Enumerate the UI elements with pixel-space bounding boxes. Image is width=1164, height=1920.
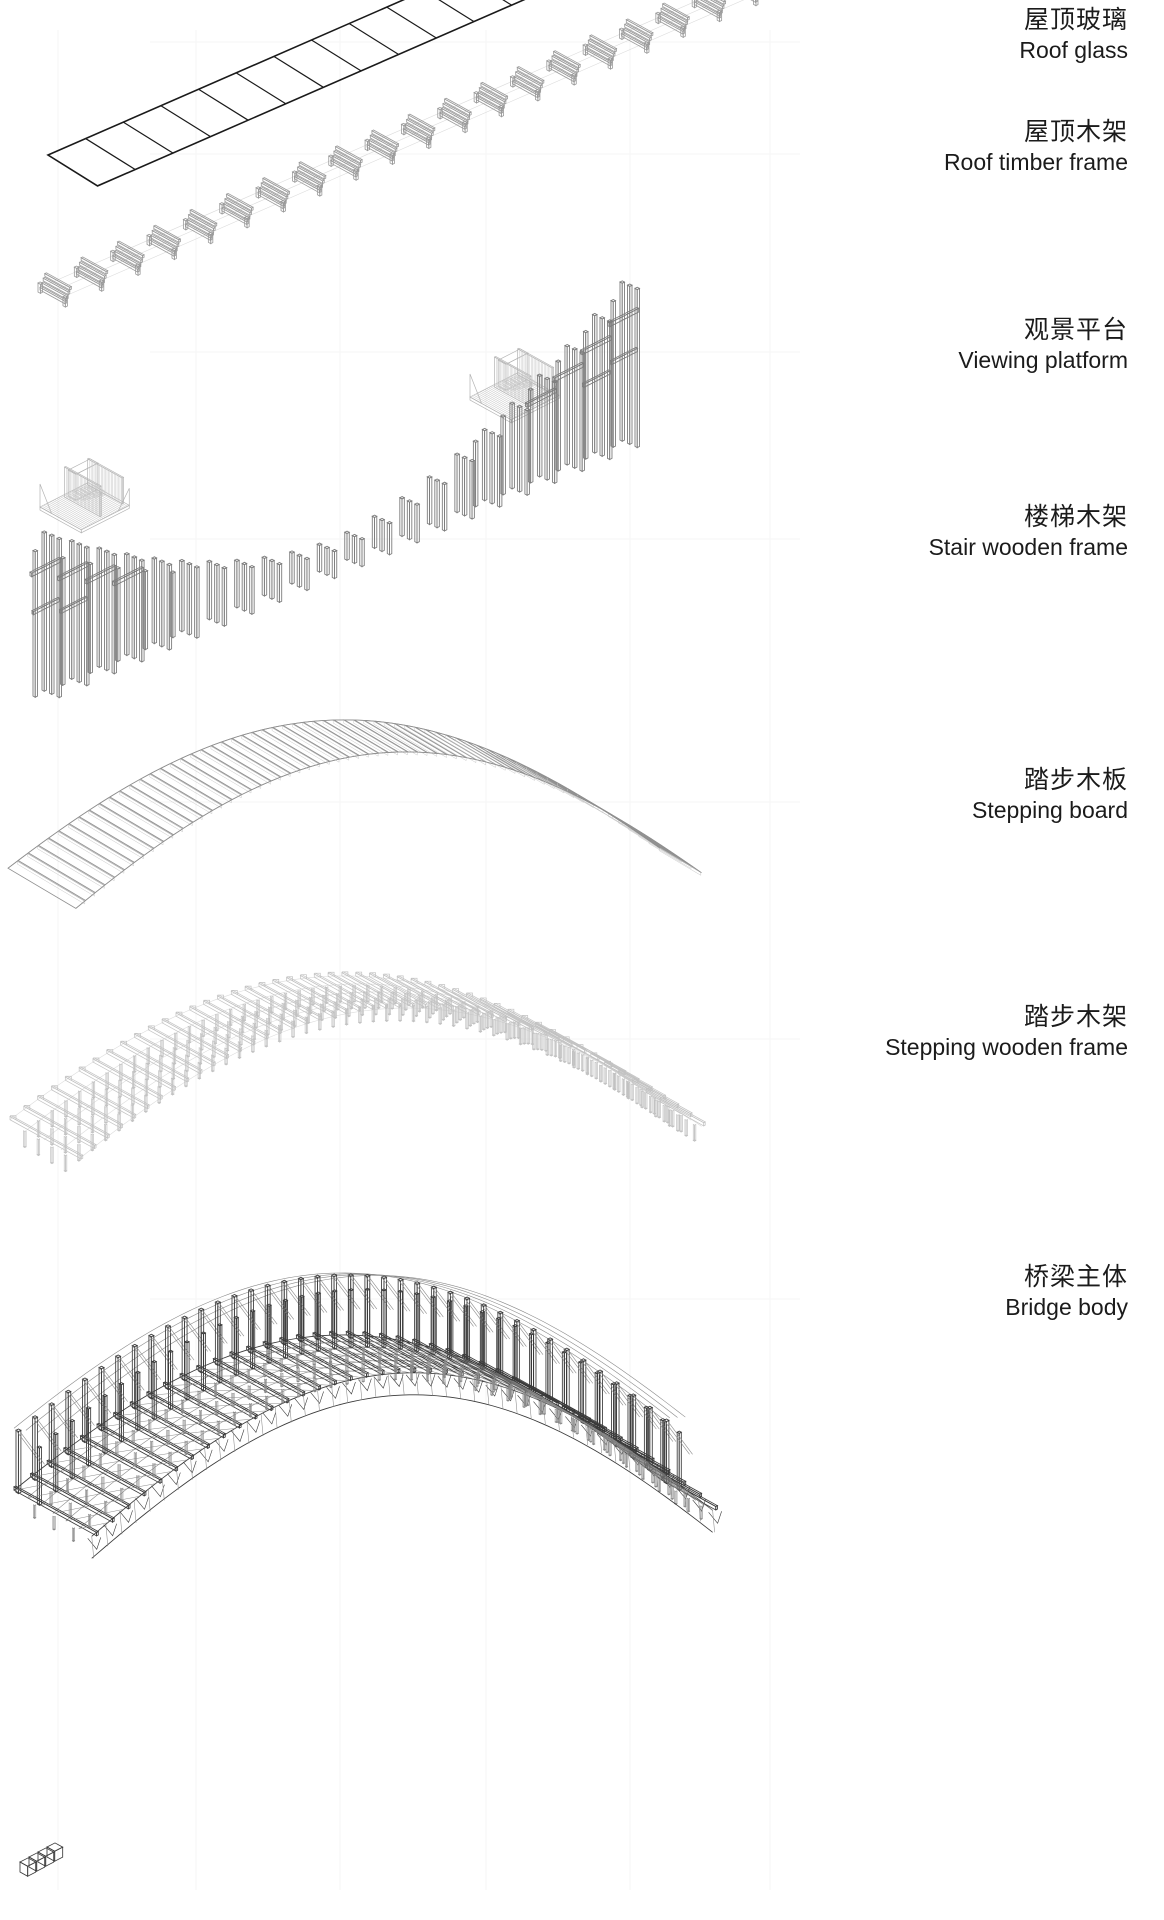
layer-label-cn: 桥梁主体 [1023,1263,1128,1291]
layer-roof-timber-frame [37,0,759,308]
explosion-guide-lines [57,30,800,1890]
layer-stair-wooden-frame [29,280,641,699]
layer-label-en: Roof timber frame [943,149,1128,175]
layer-roof-glass [46,0,526,187]
layer-label-stair-wooden-frame: 楼梯木架 Stair wooden frame [929,505,1128,559]
layer-bridge-body [13,1272,722,1877]
layer-label-cn: 踏步木架 [1023,1003,1128,1031]
layer-label-en: Stepping wooden frame [885,1034,1128,1060]
layer-label-cn: 观景平台 [1023,316,1128,344]
layer-label-stepping-wooden-frame: 踏步木架 Stepping wooden frame [885,1005,1128,1059]
layer-stepping-board [7,719,702,909]
layer-label-cn: 楼梯木架 [1023,503,1128,531]
layer-label-stepping-board: 踏步木板 Stepping board [972,768,1128,822]
layer-label-cn: 屋顶玻璃 [1023,6,1128,34]
layer-label-roof-timber-frame: 屋顶木架 Roof timber frame [944,120,1128,174]
layer-viewing-platform [39,347,561,534]
layer-stepping-wooden-frame [9,971,706,1173]
layer-label-en: Stair wooden frame [928,534,1128,560]
layer-label-cn: 屋顶木架 [1023,118,1128,146]
layer-label-en: Bridge body [1005,1294,1128,1320]
layer-label-viewing-platform: 观景平台 Viewing platform [958,318,1128,372]
layer-label-bridge-body: 桥梁主体 Bridge body [1005,1265,1128,1319]
layer-label-en: Stepping board [971,797,1128,823]
layer-label-en: Viewing platform [958,347,1128,373]
layer-label-en: Roof glass [1019,37,1128,63]
layer-label-roof-glass: 屋顶玻璃 Roof glass [1019,8,1128,62]
layer-label-cn: 踏步木板 [1023,766,1128,794]
